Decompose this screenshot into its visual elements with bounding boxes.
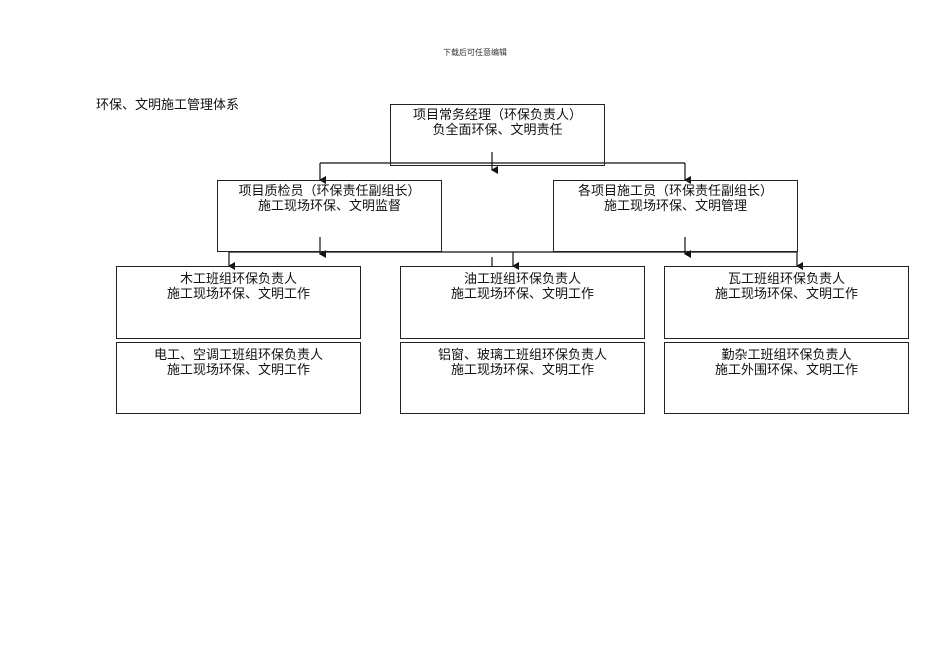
node-tiling-team: 瓦工班组环保负责人 施工现场环保、文明工作 — [664, 266, 909, 339]
node-construction-staff: 各项目施工员（环保责任副组长） 施工现场环保、文明管理 — [553, 180, 798, 252]
node-title: 木工班组环保负责人 — [179, 272, 297, 287]
node-title: 铝窗、玻璃工班组环保负责人 — [437, 348, 607, 363]
node-title: 电工、空调工班组环保负责人 — [153, 348, 323, 363]
node-manager: 项目常务经理（环保负责人） 负全面环保、文明责任 — [390, 104, 605, 166]
node-title: 项目常务经理（环保负责人） — [412, 108, 582, 123]
node-duty: 施工外围环保、文明工作 — [714, 363, 858, 378]
node-misc-team: 勤杂工班组环保负责人 施工外围环保、文明工作 — [664, 342, 909, 414]
page-header: 下载后可任意编辑 — [443, 48, 507, 57]
node-title: 勤杂工班组环保负责人 — [721, 348, 852, 363]
node-duty: 施工现场环保、文明监督 — [257, 199, 401, 214]
node-duty: 施工现场环保、文明工作 — [450, 287, 594, 302]
node-duty: 施工现场环保、文明工作 — [450, 363, 594, 378]
node-electrical-team: 电工、空调工班组环保负责人 施工现场环保、文明工作 — [116, 342, 361, 414]
node-title: 油工班组环保负责人 — [463, 272, 581, 287]
node-duty: 负全面环保、文明责任 — [432, 123, 563, 138]
node-aluminum-glass-team: 铝窗、玻璃工班组环保负责人 施工现场环保、文明工作 — [400, 342, 645, 414]
node-duty: 施工现场环保、文明管理 — [603, 199, 747, 214]
node-painting-team: 油工班组环保负责人 施工现场环保、文明工作 — [400, 266, 645, 339]
node-title: 各项目施工员（环保责任副组长） — [577, 184, 773, 199]
node-duty: 施工现场环保、文明工作 — [714, 287, 858, 302]
node-duty: 施工现场环保、文明工作 — [166, 363, 310, 378]
node-quality-inspector: 项目质检员（环保责任副组长） 施工现场环保、文明监督 — [217, 180, 442, 252]
node-carpentry-team: 木工班组环保负责人 施工现场环保、文明工作 — [116, 266, 361, 339]
section-title: 环保、文明施工管理体系 — [96, 98, 240, 113]
node-title: 瓦工班组环保负责人 — [727, 272, 845, 287]
node-duty: 施工现场环保、文明工作 — [166, 287, 310, 302]
node-title: 项目质检员（环保责任副组长） — [238, 184, 421, 199]
